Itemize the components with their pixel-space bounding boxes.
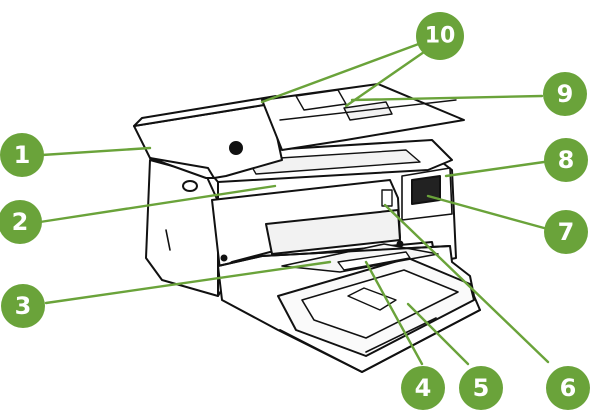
leader-line-6 (383, 203, 550, 364)
leader-line-4 (364, 260, 424, 366)
callout-6-label: 6 (560, 374, 577, 402)
printer-body (133, 83, 481, 373)
output-tray-stop (337, 251, 411, 271)
callout-4-label: 4 (415, 374, 432, 402)
side-vent (165, 229, 171, 251)
tray-handle (365, 317, 437, 353)
adf-tray-edge (279, 99, 457, 121)
leader-line-1 (40, 146, 152, 157)
callout-7: 7 (544, 210, 588, 254)
leader-line-7 (426, 194, 546, 230)
leader-line-3 (44, 260, 332, 305)
screw-right (396, 240, 404, 248)
callout-10-label: 10 (425, 24, 456, 49)
callout-3-label: 3 (15, 292, 32, 320)
hp-logo (229, 141, 243, 155)
leader-line-10b (344, 50, 426, 108)
memory-slot (381, 189, 393, 207)
control-panel-display (411, 175, 441, 205)
callout-9: 9 (543, 72, 587, 116)
callout-7-label: 7 (558, 218, 575, 246)
callout-2: 2 (0, 200, 42, 244)
tray-guide (347, 287, 397, 311)
callout-5-label: 5 (473, 374, 490, 402)
callout-2-label: 2 (12, 208, 29, 236)
callout-6: 6 (546, 366, 590, 410)
adf-paper-guide (295, 89, 347, 111)
control-panel-bezel (401, 167, 453, 221)
callout-3: 3 (1, 284, 45, 328)
leader-line-10a (260, 40, 426, 104)
callout-9-label: 9 (557, 80, 574, 108)
printer-left-side (145, 159, 223, 297)
leader-line-2 (38, 184, 277, 224)
tray-bottom-edge (279, 309, 481, 373)
adf-tray-slot (343, 101, 393, 121)
leader-line-9 (350, 94, 544, 102)
screw-left (220, 254, 228, 262)
output-slot (265, 209, 401, 255)
scanner-glass (247, 149, 421, 175)
callout-4: 4 (401, 366, 445, 410)
leader-line-5 (406, 302, 470, 366)
callout-10: 10 (416, 12, 464, 60)
adf-front (149, 157, 215, 179)
callout-8: 8 (544, 138, 588, 182)
callout-8-label: 8 (558, 146, 575, 174)
callout-1: 1 (0, 133, 44, 177)
power-button (182, 180, 198, 192)
callout-1-label: 1 (14, 141, 31, 169)
front-door-edge (217, 245, 451, 267)
leader-lines (38, 40, 550, 366)
leader-line-8 (444, 160, 546, 178)
callout-5: 5 (459, 366, 503, 410)
